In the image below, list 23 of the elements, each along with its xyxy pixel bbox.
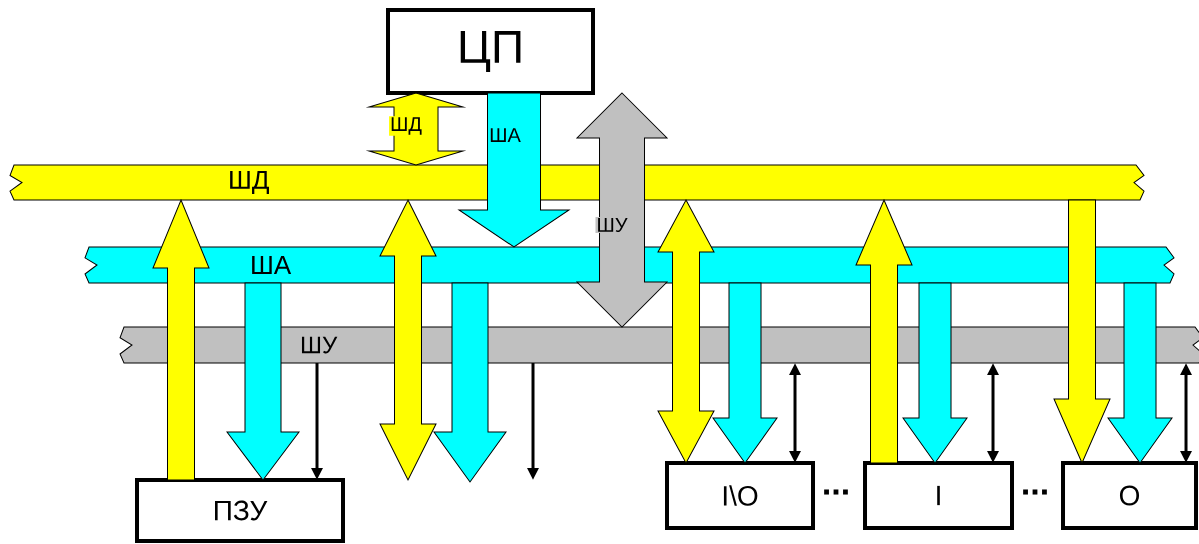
ellipsis: ... (1023, 489, 1047, 495)
box: O (1061, 461, 1198, 530)
edge-label: ША (488, 127, 522, 143)
block-arrow (226, 282, 300, 481)
block-arrow (379, 199, 437, 481)
block-arrow (855, 199, 913, 464)
box: I\O (665, 461, 815, 530)
block-arrow (433, 282, 507, 483)
ellipsis: ... (824, 489, 848, 495)
block-arrow (1053, 199, 1111, 464)
block-arrow (712, 282, 778, 464)
box: I (863, 461, 1014, 530)
box: ЦП (386, 8, 595, 95)
block-arrow (1107, 282, 1173, 464)
edge-label: ШУ (595, 217, 629, 233)
block-arrow (576, 92, 668, 328)
block-arrow (902, 282, 968, 464)
bus-band: ШД (9, 164, 1145, 201)
block-arrow (152, 199, 210, 481)
block-arrow (458, 92, 570, 248)
edge-label: ШД (389, 116, 423, 136)
box: ПЗУ (135, 478, 345, 543)
block-arrow (657, 199, 715, 464)
